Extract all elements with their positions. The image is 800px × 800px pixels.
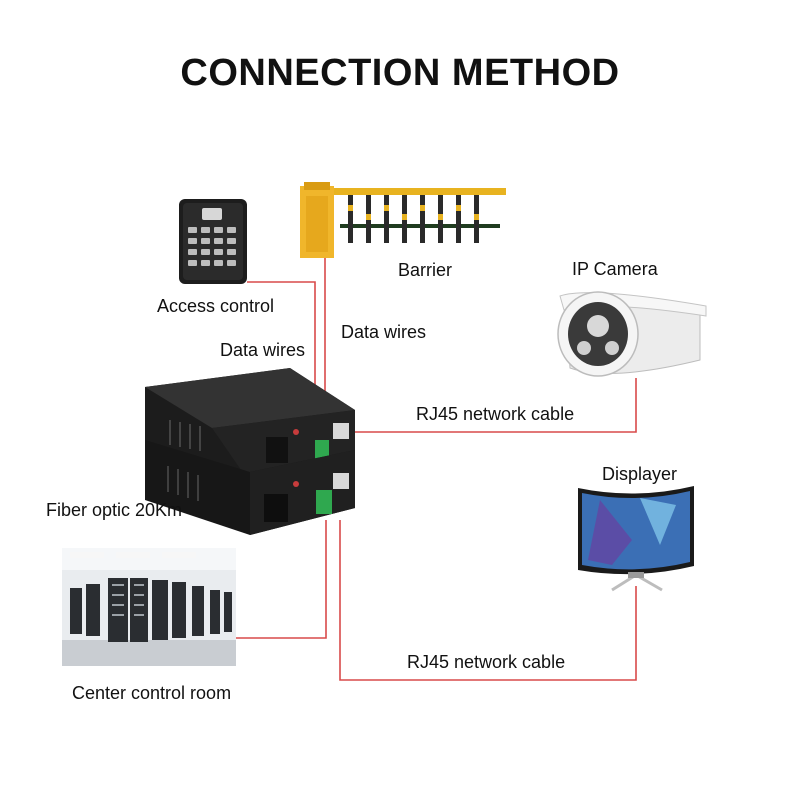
- label-fiber-optic: Fiber optic 20Km: [46, 500, 183, 520]
- wire-ip-camera: [352, 378, 637, 433]
- label-data-wires-left: Data wires: [220, 340, 306, 360]
- label-center-control-room: Center control room: [72, 683, 232, 703]
- label-ip-camera: IP Camera: [572, 259, 658, 279]
- ip-camera-icon: [557, 291, 707, 377]
- access-control-keypad-icon: [179, 199, 247, 284]
- label-access-control: Access control: [157, 296, 275, 316]
- curved-monitor-icon: [578, 486, 694, 592]
- page-title: CONNECTION METHOD: [180, 52, 620, 94]
- label-barrier: Barrier: [398, 260, 453, 280]
- fiber-media-converter-icon: [145, 368, 355, 535]
- label-rj45-top: RJ45 network cable: [416, 404, 575, 424]
- wire-center-room: [236, 520, 327, 639]
- barrier-gate-icon: [300, 182, 506, 258]
- wire-displayer: [339, 520, 637, 681]
- label-data-wires-right: Data wires: [341, 322, 427, 342]
- server-room-icon: [62, 548, 236, 666]
- label-displayer: Displayer: [602, 464, 678, 484]
- label-rj45-bottom: RJ45 network cable: [407, 652, 566, 672]
